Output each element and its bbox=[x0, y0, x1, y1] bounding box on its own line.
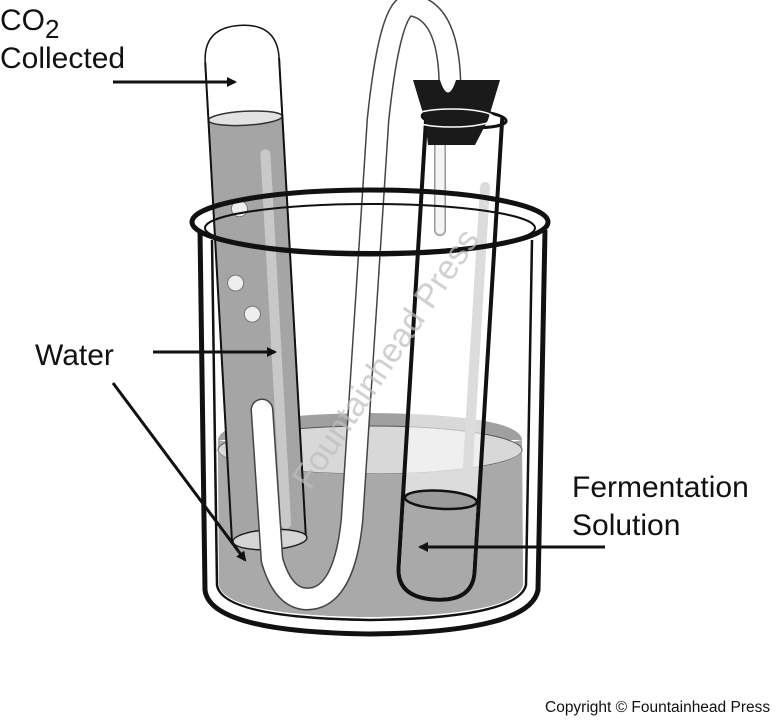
copyright: Copyright © Fountainhead Press bbox=[545, 699, 770, 716]
delivery-tube bbox=[250, 0, 462, 611]
beaker-rim bbox=[189, 187, 551, 257]
co2-label: CO2 bbox=[0, 4, 59, 44]
fermentation-solution-fill bbox=[400, 497, 477, 598]
water-label: Water bbox=[35, 339, 114, 372]
bubble bbox=[227, 274, 245, 292]
collected-label: Collected bbox=[0, 42, 125, 75]
collection-test-tube bbox=[204, 24, 308, 551]
solution-label: Solution bbox=[572, 509, 680, 542]
water-arrow-beaker bbox=[111, 382, 247, 562]
fermentation-label: Fermentation bbox=[572, 471, 749, 504]
bubble bbox=[243, 305, 261, 323]
rubber-stopper bbox=[413, 80, 500, 145]
